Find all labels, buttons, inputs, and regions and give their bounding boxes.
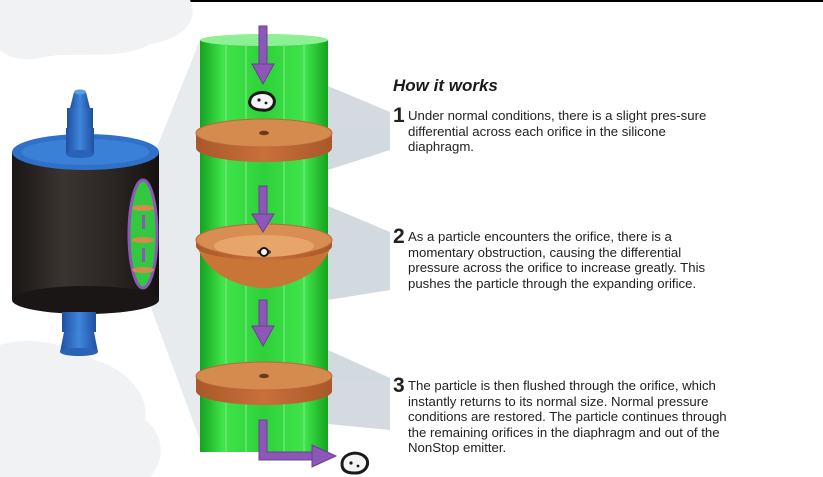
step-number: 1 (393, 104, 405, 128)
section-heading: How it works (393, 76, 498, 96)
callout-beams (328, 86, 390, 430)
diaphragm-disc-restored (196, 362, 332, 405)
diaphragm-disc-normal (196, 119, 332, 162)
particle-icon-orifice (260, 248, 268, 256)
particle-icon-exit (342, 453, 368, 473)
step-description: Under normal conditions, there is a slig… (408, 108, 733, 155)
step-number: 3 (393, 374, 405, 398)
step-description: The particle is then flushed through the… (408, 378, 733, 456)
emitter-illustration (12, 90, 159, 357)
step-description: As a particle encounters the orifice, th… (408, 229, 733, 291)
particle-icon-top (250, 93, 275, 111)
step-number: 2 (393, 225, 405, 249)
